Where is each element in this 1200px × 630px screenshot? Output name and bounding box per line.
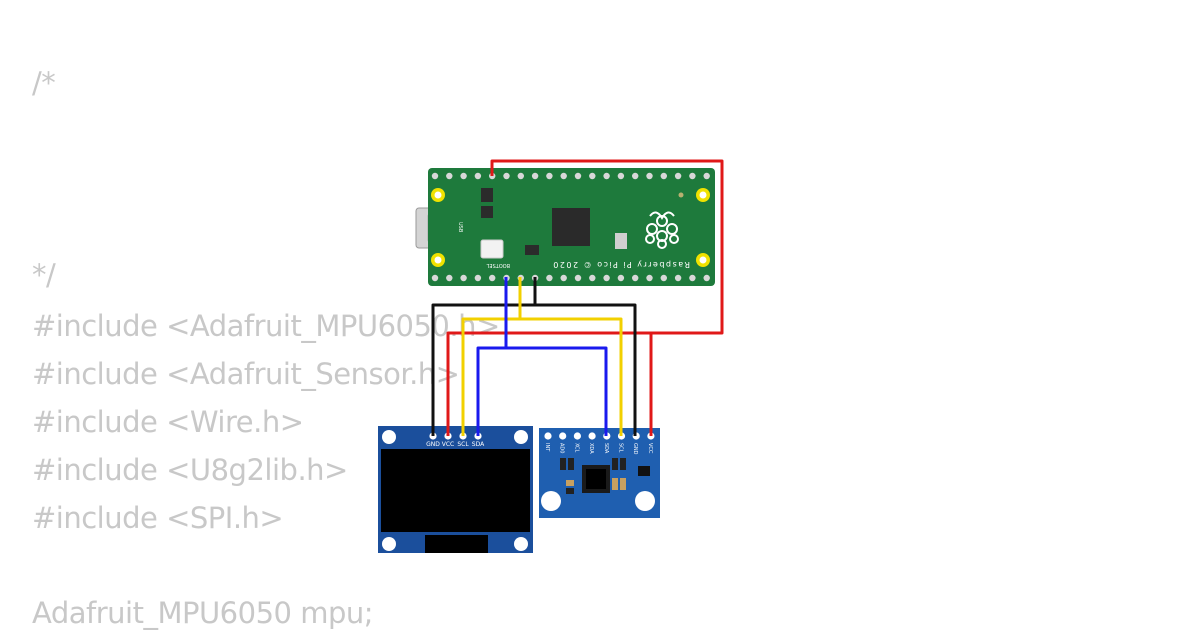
mpu6050-pin-label: INT [544,443,550,452]
code-comment-open: /* [32,66,56,100]
wire-ground-oled[interactable] [431,277,537,436]
pico-pin[interactable] [646,172,653,180]
pico-pin[interactable] [546,172,553,180]
pico-pin[interactable] [660,274,667,282]
pico-pin[interactable] [517,172,524,180]
pico-pin[interactable] [460,274,467,282]
rp2040-chip [552,208,590,246]
pico-pin-header-top[interactable] [431,172,710,180]
pico-pin[interactable] [589,172,596,180]
mpu6050-pin-label: AD0 [559,443,565,453]
wire-power-oled[interactable] [446,159,724,436]
pico-pin[interactable] [503,172,510,180]
pico-pin[interactable] [703,172,710,180]
pico-pin[interactable] [632,172,639,180]
wire-scl-mpu[interactable] [520,317,623,436]
pico-pin[interactable] [674,172,682,180]
oled-pin-label: SDA [472,441,485,448]
mpu6050-module[interactable]: INT AD0 XCL XDA SDA SCL GND VCC [539,428,660,518]
pico-pin[interactable] [617,274,625,282]
oled-screen [381,449,530,532]
pico-pin[interactable] [689,172,696,180]
pico-pin[interactable] [560,172,567,180]
mpu6050-pin-label: SDA [603,443,609,454]
mpu6050-pin-ad0[interactable] [559,432,567,440]
code-comment-close: */ [32,258,56,292]
mpu6050-pin-label: XDA [588,443,594,454]
oled-pin-label: GND [426,441,440,448]
pico-pin[interactable] [689,274,696,282]
pico-board[interactable]: Raspberry Pi Pico © 2020 BOOTSEL USB [415,168,715,286]
pico-pin[interactable] [489,274,496,282]
code-include-mpu: #include <Adafruit_MPU6050.h> [32,309,500,343]
pico-pin[interactable] [531,172,539,180]
pico-pin[interactable] [603,274,610,282]
mpu6050-pin-xcl[interactable] [573,432,582,440]
pico-pin[interactable] [460,172,467,180]
pico-pin[interactable] [446,274,453,282]
mpu6050-pin-header[interactable]: INT AD0 XCL XDA SDA SCL GND VCC [544,432,655,455]
pico-pin[interactable] [632,274,639,282]
oled-pin-label: VCC [442,441,454,448]
pico-pin[interactable] [474,172,482,180]
pico-pin[interactable] [474,274,482,282]
pico-pin-header-bottom[interactable] [431,274,710,282]
mpu6050-pin-xda[interactable] [588,432,596,440]
pico-pin[interactable] [574,172,582,180]
mpu6050-pin-int[interactable] [544,432,552,440]
code-include-sensor: #include <Adafruit_Sensor.h> [32,357,460,391]
code-include-spi: #include <SPI.h> [32,501,284,535]
pico-pin[interactable] [560,274,567,282]
code-mpu-declaration: Adafruit_MPU6050 mpu; [32,596,374,630]
pico-pin[interactable] [431,274,439,282]
wire-scl-oled[interactable] [461,277,522,436]
pico-pin[interactable] [431,172,439,180]
pico-pin[interactable] [617,172,625,180]
oled-pin-label: SCL [457,441,469,448]
code-include-u8g2: #include <U8g2lib.h> [32,453,348,487]
bootsel-button[interactable] [480,239,504,259]
pico-bootsel-label: BOOTSEL [486,262,510,268]
pico-usb-label: USB [457,222,463,233]
code-include-wire: #include <Wire.h> [32,405,304,439]
mpu6050-pin-label: VCC [647,443,653,454]
mpu6050-pin-label: SCL [618,443,624,453]
mpu6050-pin-label: GND [632,443,638,455]
pico-pin[interactable] [703,274,710,282]
wire-sda-mpu[interactable] [506,346,608,436]
pico-pin[interactable] [446,172,453,180]
pico-name-label: Raspberry Pi Pico © 2020 [552,260,690,269]
wire-ground-mpu[interactable] [535,303,637,436]
pico-pin[interactable] [589,274,596,282]
pico-pin[interactable] [646,274,653,282]
pico-pin[interactable] [574,274,582,282]
mpu6050-pin-label: XCL [573,443,579,453]
pico-pin[interactable] [603,172,610,180]
pico-pin[interactable] [674,274,682,282]
wire-sda-oled[interactable] [476,277,508,436]
pico-pin[interactable] [546,274,553,282]
pico-pin[interactable] [660,172,667,180]
raspberry-logo-icon [645,211,679,249]
